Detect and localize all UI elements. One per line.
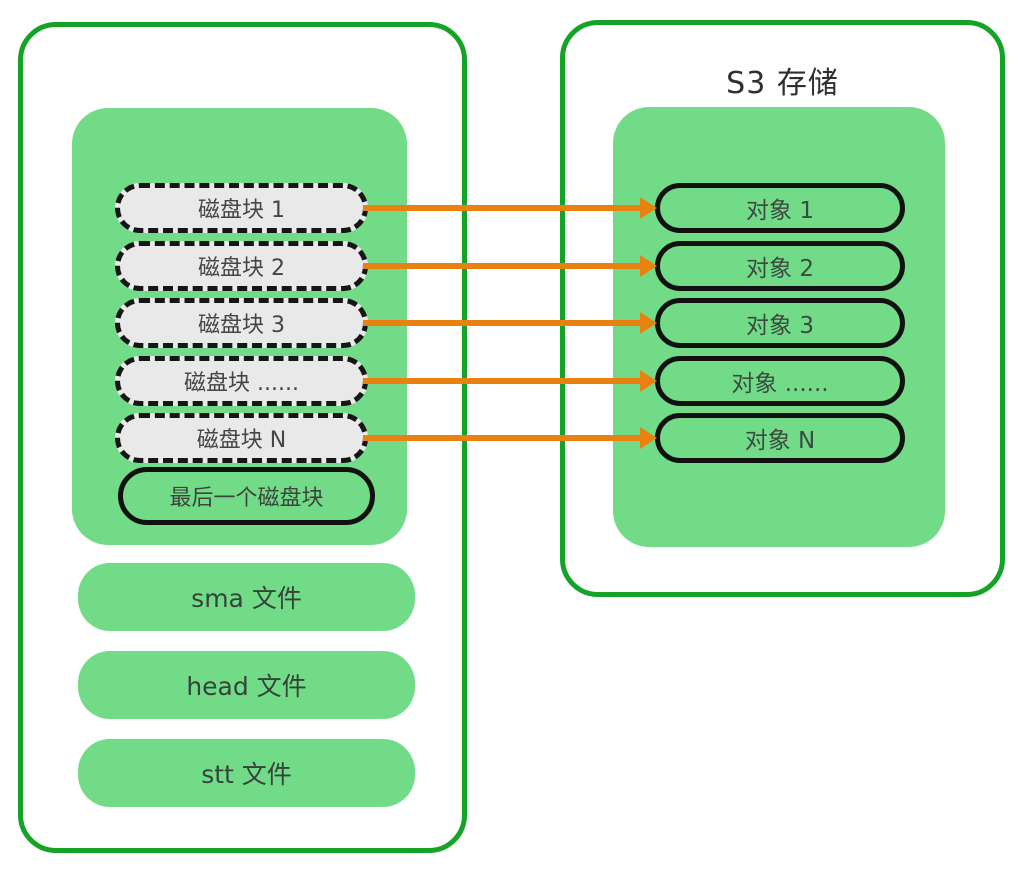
mapping-arrow-5 [363, 427, 657, 449]
head-file-label: head 文件 [186, 672, 307, 701]
head-file-pill: head 文件 [78, 651, 415, 719]
s3-object-pill: 对象 2 [655, 241, 905, 291]
s3-object-pill: 对象 3 [655, 298, 905, 348]
s3-panel-title: S3 存储 [726, 66, 839, 101]
arrow-shaft [363, 263, 644, 269]
disk-block-label: 磁盘块 N [196, 428, 287, 453]
s3-object-label: 对象 1 [746, 198, 814, 224]
arrow-shaft [363, 435, 644, 441]
disk-block-label: 磁盘块 3 [198, 313, 285, 338]
last-disk-block-pill: 最后一个磁盘块 [118, 467, 375, 525]
arrow-head-icon [640, 370, 657, 392]
arrow-shaft [363, 320, 644, 326]
arrow-head-icon [640, 427, 657, 449]
arrow-head-icon [640, 312, 657, 334]
disk-block-label: 磁盘块 ...... [184, 371, 299, 396]
sma-file-label: sma 文件 [191, 584, 302, 613]
disk-block-pill: 磁盘块 3 [115, 298, 368, 348]
arrow-head-icon [640, 255, 657, 277]
s3-object-label: 对象 2 [746, 256, 814, 282]
mapping-arrow-1 [363, 197, 657, 219]
mapping-arrow-4 [363, 370, 657, 392]
s3-object-pill: 对象 ...... [655, 356, 905, 406]
last-disk-block-label: 最后一个磁盘块 [169, 486, 324, 511]
stt-file-label: stt 文件 [201, 760, 292, 789]
disk-block-pill: 磁盘块 ...... [115, 356, 368, 406]
local-file-panel: 磁盘块 1 磁盘块 2 磁盘块 3 磁盘块 ...... 磁盘块 N 最后一个磁… [18, 22, 467, 853]
arrow-shaft [363, 205, 644, 211]
mapping-arrow-3 [363, 312, 657, 334]
disk-block-label: 磁盘块 2 [198, 256, 285, 281]
disk-block-pill: 磁盘块 N [115, 413, 368, 463]
s3-object-label: 对象 3 [746, 313, 814, 339]
s3-objects-group: 对象 1 对象 2 对象 3 对象 ...... 对象 N [613, 107, 945, 547]
stt-file-pill: stt 文件 [78, 739, 415, 807]
mapping-arrow-2 [363, 255, 657, 277]
s3-object-label: 对象 ...... [731, 371, 829, 397]
sma-file-pill: sma 文件 [78, 563, 415, 631]
arrow-shaft [363, 378, 644, 384]
disk-block-pill: 磁盘块 2 [115, 241, 368, 291]
disk-block-pill: 磁盘块 1 [115, 183, 368, 233]
s3-object-label: 对象 N [744, 428, 816, 454]
s3-storage-panel: S3 存储 对象 1 对象 2 对象 3 对象 ...... 对象 N [560, 20, 1005, 597]
s3-object-pill: 对象 1 [655, 183, 905, 233]
disk-block-label: 磁盘块 1 [198, 198, 285, 223]
s3-object-pill: 对象 N [655, 413, 905, 463]
arrow-head-icon [640, 197, 657, 219]
disk-blocks-group: 磁盘块 1 磁盘块 2 磁盘块 3 磁盘块 ...... 磁盘块 N 最后一个磁… [72, 108, 407, 545]
